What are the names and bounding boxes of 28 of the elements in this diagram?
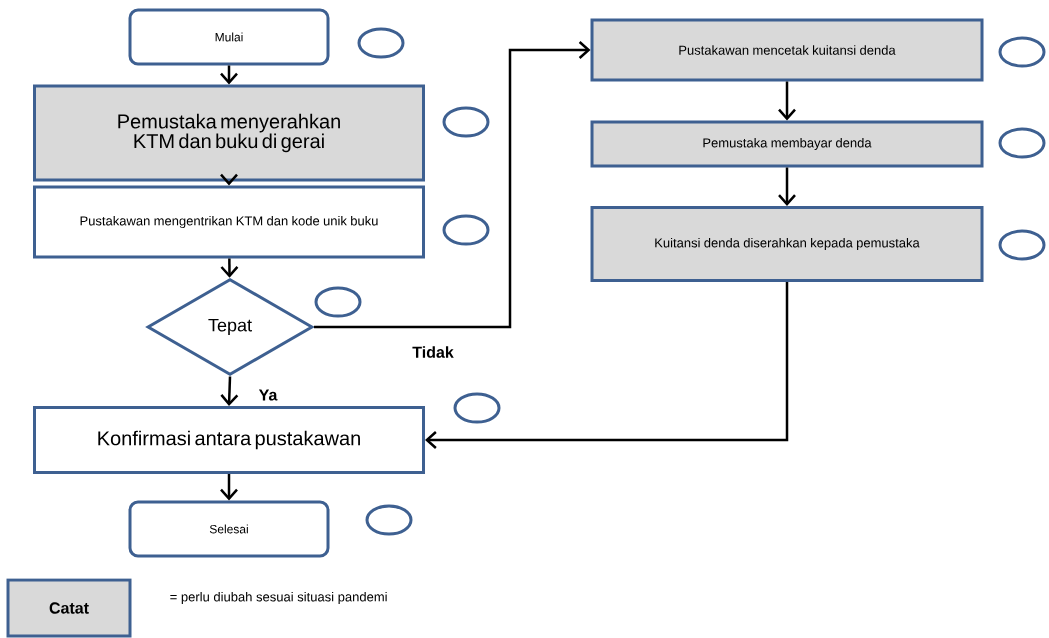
edge-label: Tidak bbox=[411, 345, 455, 359]
arrow bbox=[425, 282, 789, 449]
edge-label: Ya bbox=[257, 388, 279, 402]
ellipse bbox=[453, 392, 501, 424]
process-box: Catat bbox=[6, 578, 132, 638]
process-box: Pustakawan mengentrikan KTM dan kode unik buku bbox=[33, 185, 425, 259]
ellipse bbox=[314, 286, 362, 318]
ellipse bbox=[442, 214, 490, 246]
ellipse bbox=[357, 27, 405, 59]
ellipse bbox=[442, 106, 490, 138]
process-box: Pemustaka menyerahkan KTM dan buku di gerai bbox=[33, 84, 425, 182]
ellipse bbox=[998, 229, 1046, 261]
ellipse bbox=[998, 127, 1046, 159]
arrow bbox=[778, 167, 796, 206]
note-text: = perlu diubah sesuai situasi pandemi bbox=[170, 591, 387, 605]
terminal-box: Mulai bbox=[128, 8, 330, 66]
ellipse bbox=[365, 504, 413, 536]
process-box: Pustakawan mencetak kuitansi denda bbox=[590, 18, 984, 82]
process-box: Konfirmasi antara pustakawan bbox=[33, 406, 425, 474]
arrow bbox=[314, 41, 591, 329]
process-box: Pemustaka membayar denda bbox=[590, 120, 984, 168]
process-box: Kuitansi denda diserahkan kepada pemustaka bbox=[590, 206, 984, 282]
ellipse bbox=[998, 36, 1046, 68]
arrow bbox=[220, 258, 239, 278]
arrow bbox=[778, 81, 796, 121]
arrow bbox=[220, 474, 238, 501]
arrow bbox=[220, 376, 239, 406]
terminal-box: Selesai bbox=[128, 500, 330, 558]
